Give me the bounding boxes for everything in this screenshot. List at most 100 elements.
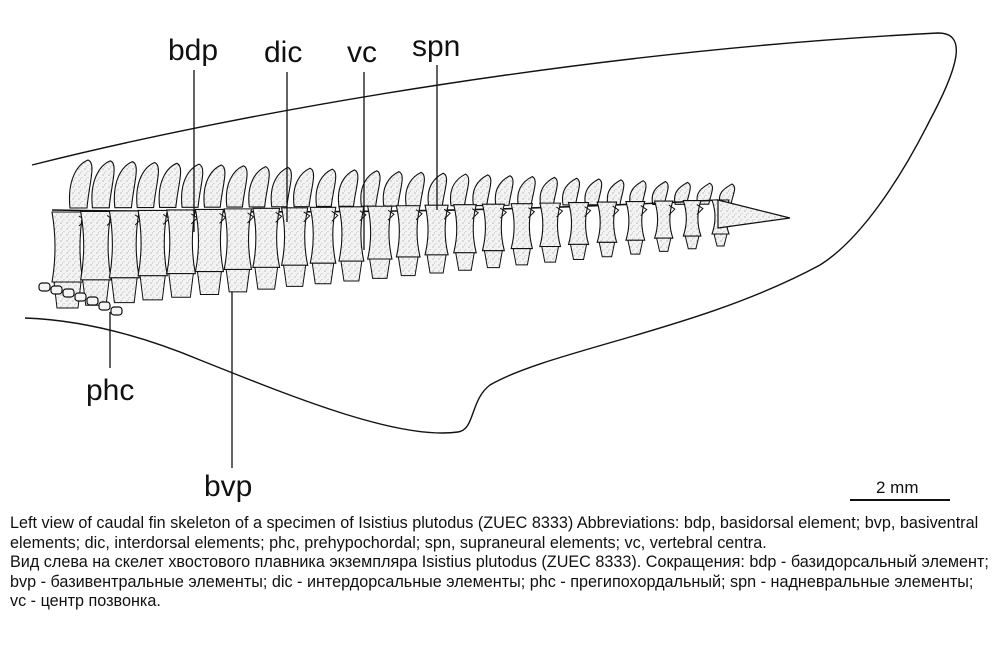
label-dic: dic [264, 36, 302, 69]
supraneural-spine [674, 181, 691, 205]
basiventral-element [369, 258, 391, 279]
supraneural-elements [68, 159, 736, 209]
basiventral-element [684, 235, 700, 250]
interdorsal-notch [584, 206, 592, 217]
supraneural-spine [696, 182, 714, 205]
interdorsal-notch [275, 211, 283, 223]
supraneural-spine [584, 178, 603, 206]
basiventral-element [483, 250, 503, 269]
vertebral-centrum [510, 203, 534, 250]
supraneural-spine [270, 166, 292, 208]
supraneural-spine [629, 180, 647, 206]
vertebral-centrum [395, 205, 421, 258]
prehypochordal-element [50, 285, 63, 295]
prehypochordal-element [74, 292, 87, 302]
prehypochordal-element [86, 296, 99, 306]
vertebral-centrum [682, 199, 702, 237]
supraneural-spine [158, 162, 182, 208]
basiventral-element [311, 262, 335, 285]
supraneural-spine [360, 170, 381, 207]
interdorsal-notch [303, 211, 311, 223]
label-bvp: bvp [204, 470, 252, 503]
interdorsal-notch [696, 204, 704, 215]
vertebral-centrum [80, 210, 112, 281]
label-phc: phc [86, 374, 134, 407]
label-spn: spn [412, 30, 460, 63]
vertebral-centrum [596, 201, 618, 243]
vertebral-centrum [108, 210, 140, 279]
notochord-tip [717, 199, 791, 229]
basiventral-element [196, 271, 223, 296]
vertebral-centrum [309, 206, 337, 264]
interdorsal-notch [528, 207, 536, 219]
interdorsal-notch [612, 205, 620, 217]
scale-bar-label: 2 mm [876, 478, 919, 497]
vertebral-centrum [51, 211, 84, 283]
basiventral-element [598, 241, 616, 258]
interdorsal-notch [247, 212, 255, 224]
basiventral-element [168, 273, 194, 298]
fin-outline-upper [24, 32, 957, 434]
caption-russian: Вид слева на скелет хвостового плавника … [10, 553, 989, 611]
basiventral-element [512, 248, 531, 266]
vertebral-column [51, 199, 732, 309]
basiventral-element [340, 260, 363, 282]
supraneural-spine [449, 173, 470, 207]
caption-english: Left view of caudal fin skeleton of a sp… [10, 514, 979, 552]
prehypochordal-element [98, 301, 111, 311]
vertebral-centrum [194, 208, 225, 273]
supraneural-spine [225, 165, 248, 208]
interdorsal-notch [471, 208, 480, 220]
interdorsal-notch [556, 206, 564, 218]
vertebral-centrum [366, 205, 393, 260]
vertebral-centrum [137, 209, 168, 277]
supraneural-spine [203, 164, 226, 208]
vertebral-centrum [481, 203, 506, 252]
basiventral-element [225, 268, 251, 293]
vertebral-centrum [653, 200, 674, 239]
vertebral-centrum [252, 207, 281, 268]
vertebral-centrum [539, 202, 562, 248]
supraneural-spine [91, 160, 115, 209]
vertebral-centrum [280, 207, 309, 266]
supraneural-spine [293, 167, 315, 208]
supraneural-spine [606, 179, 625, 206]
basiventral-element [627, 239, 644, 255]
supraneural-spine [539, 176, 558, 206]
interdorsal-notch [331, 210, 339, 222]
basiventral-element [455, 252, 475, 271]
vertebral-centrum [223, 208, 253, 271]
basiventral-element [569, 243, 588, 260]
supraneural-spine [651, 180, 669, 205]
supraneural-spine [517, 175, 536, 206]
supraneural-spine [561, 177, 581, 206]
prehypochordal-elements [38, 282, 123, 316]
vertebral-centrum [338, 206, 365, 262]
interdorsal-notch [640, 205, 648, 216]
prehypochordal-element [110, 306, 123, 316]
prehypochordal-element [38, 282, 51, 292]
interdorsal-notch [668, 204, 676, 216]
interdorsal-notch [387, 209, 395, 221]
caudal-fin-skeleton-illustration: bdp dic vc spn phc bvp 2 mm [24, 30, 957, 503]
supraneural-spine [382, 170, 403, 207]
interdorsal-notch [443, 208, 451, 220]
supraneural-spine [472, 174, 492, 207]
basiventral-element [110, 277, 138, 304]
supraneural-spine [136, 161, 159, 209]
basiventral-element [426, 254, 447, 274]
interdorsal-notch [499, 207, 508, 219]
supraneural-spine [494, 175, 514, 206]
label-vc: vc [347, 36, 377, 69]
basiventral-element [139, 275, 166, 301]
supraneural-spine [405, 171, 425, 207]
basiventral-element [655, 237, 672, 252]
basiventral-element [541, 246, 560, 263]
supraneural-spine [718, 183, 736, 205]
supraneural-spine [337, 169, 359, 207]
basiventral-element [713, 233, 728, 247]
vertebral-centrum [166, 209, 197, 275]
interdorsal-notch [359, 210, 367, 222]
label-bdp: bdp [168, 34, 218, 67]
supraneural-spine [180, 163, 204, 208]
